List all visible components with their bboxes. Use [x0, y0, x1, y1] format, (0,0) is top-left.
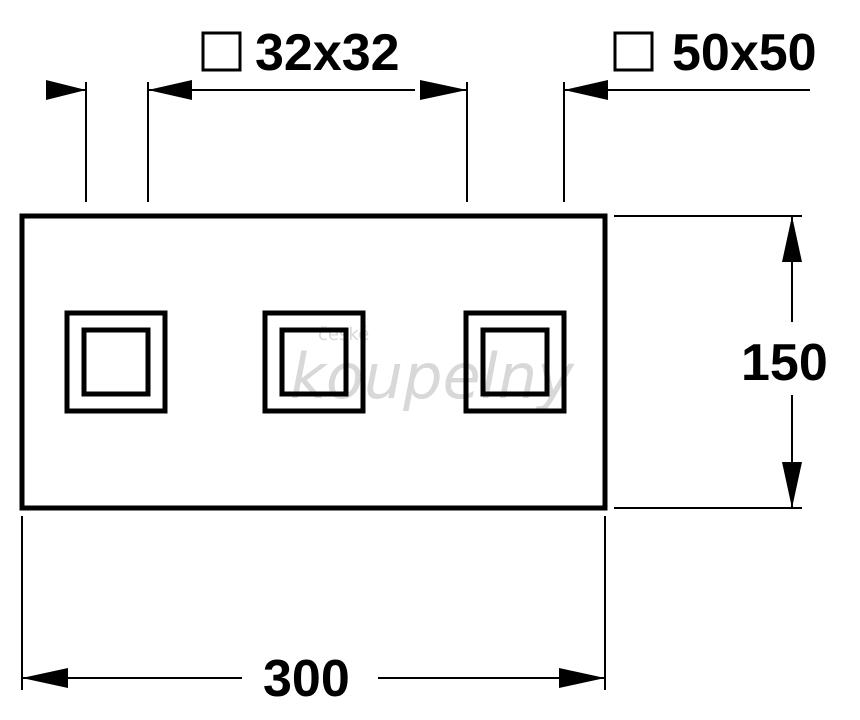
arrowhead-right	[559, 668, 605, 688]
arrowhead-left	[22, 668, 68, 688]
arrowhead-down	[782, 462, 802, 508]
square-symbol-icon	[201, 31, 242, 72]
label-width: 300	[263, 650, 350, 708]
cover-plate-outline	[19, 213, 608, 511]
label-small-square: 32x32	[255, 24, 400, 82]
arrowhead-up	[782, 216, 802, 262]
arrowhead-left	[564, 80, 608, 100]
dimension-32x32: 32x32	[46, 24, 415, 202]
dimension-height: 150	[614, 215, 828, 509]
label-large-square: 50x50	[672, 24, 817, 82]
square-symbol-icon	[613, 31, 654, 72]
watermark: české koupelny	[290, 324, 575, 413]
arrowhead-right	[420, 80, 467, 100]
arrowhead-right	[46, 80, 86, 100]
watermark-line2: koupelny	[290, 340, 575, 413]
control-knob-right	[463, 310, 567, 414]
dimension-width: 300	[21, 516, 606, 708]
control-knob-middle	[262, 310, 366, 414]
label-height: 150	[741, 334, 828, 392]
dimension-50x50: 50x50	[420, 24, 817, 202]
arrowhead-left	[148, 80, 192, 100]
control-knob-left	[64, 310, 168, 414]
